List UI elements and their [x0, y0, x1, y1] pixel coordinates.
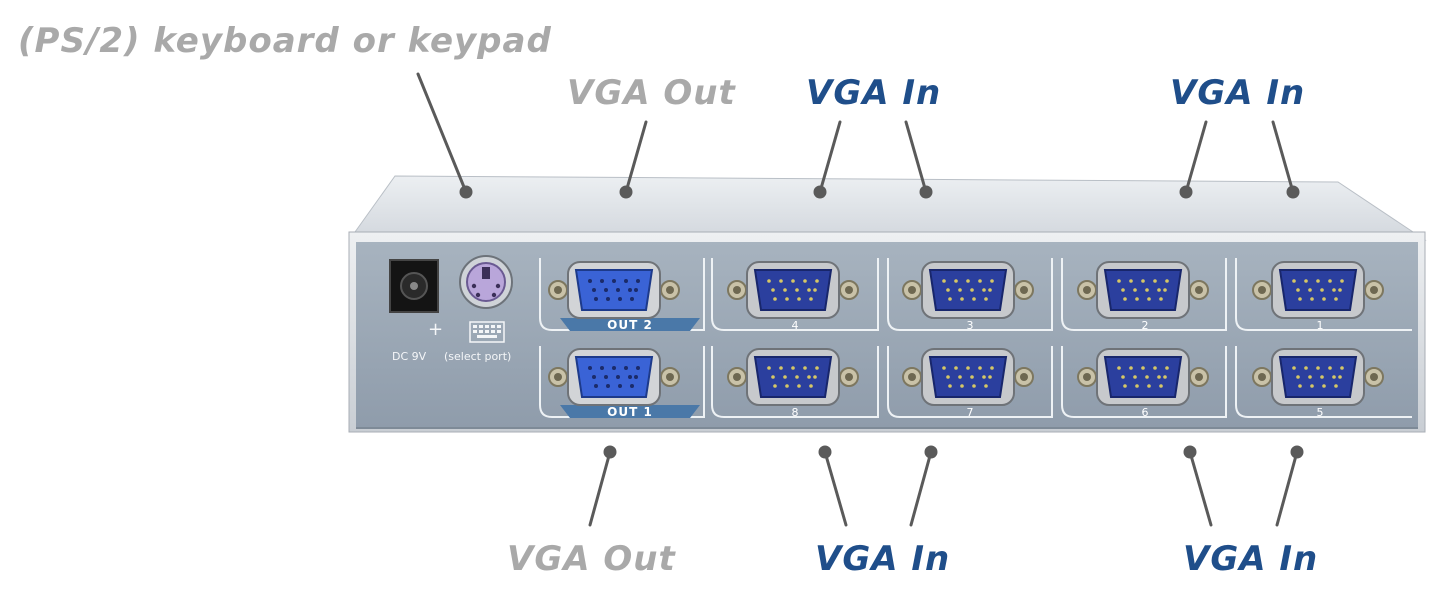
port-number-5: 5: [1317, 406, 1324, 419]
dc-power-jack: [389, 259, 439, 313]
vga-out-top-callout-label: VGA Out: [567, 73, 736, 113]
vga-in-bottom-callout-label-b: VGA In: [1183, 539, 1319, 579]
port-number-3: 3: [967, 319, 974, 332]
keyboard-icon: [469, 321, 505, 343]
select-port-label: (select port): [444, 350, 511, 363]
keyboard-callout-label: (PS/2) keyboard or keypad: [18, 21, 552, 61]
port-number-2: 2: [1142, 319, 1149, 332]
dc-polarity-symbol: +: [428, 319, 443, 340]
dc-power-label: DC 9V: [392, 350, 427, 363]
out1-label: OUT 1: [607, 405, 653, 419]
port-number-6: 6: [1142, 406, 1149, 419]
port-number-8: 8: [792, 406, 799, 419]
out2-label: OUT 2: [607, 318, 653, 332]
port-number-1: 1: [1317, 319, 1324, 332]
vga-in-bottom-callout-label-a: VGA In: [815, 539, 951, 579]
vga-in-top-callout-label-b: VGA In: [1170, 73, 1306, 113]
port-number-7: 7: [967, 406, 974, 419]
vga-in-top-callout-label-a: VGA In: [806, 73, 942, 113]
vga-out-bottom-callout-label: VGA Out: [507, 539, 676, 579]
port-number-4: 4: [792, 319, 799, 332]
